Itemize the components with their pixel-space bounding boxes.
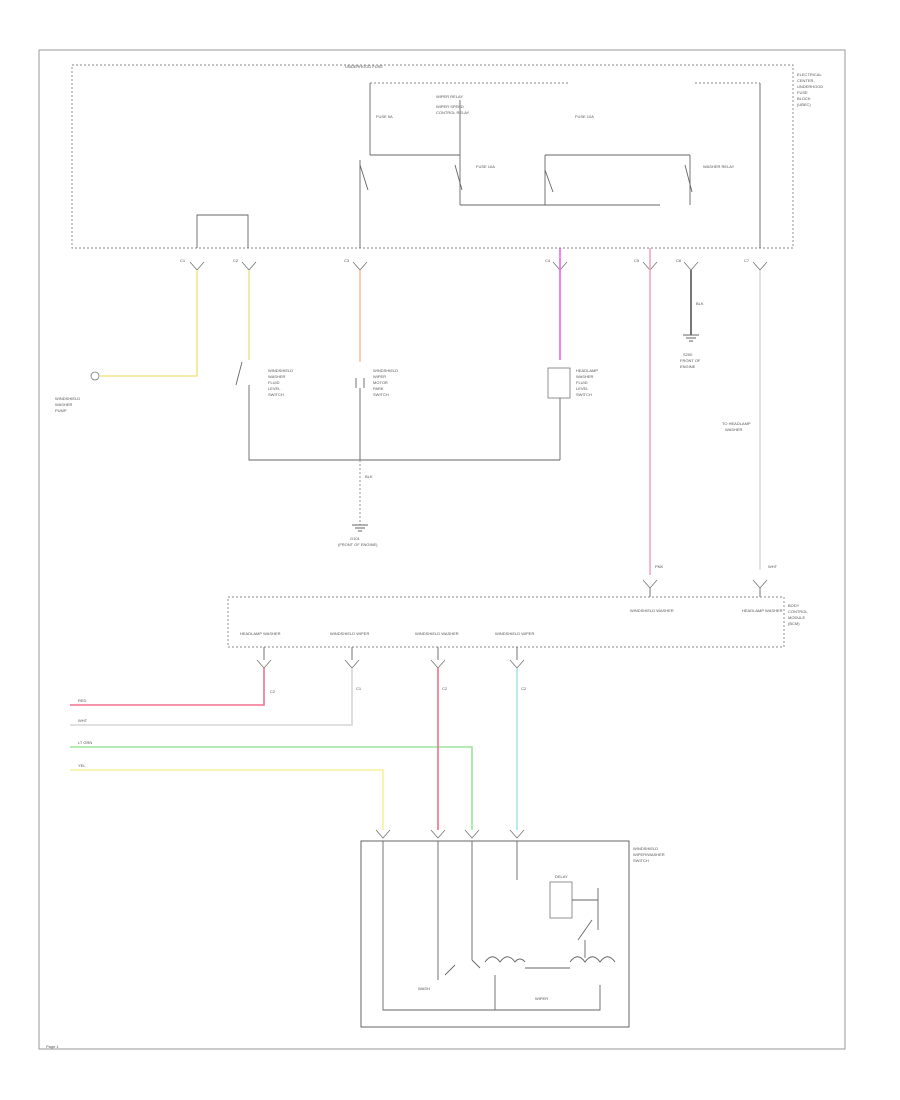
control-label-1: WIPER SPEED: [436, 104, 464, 109]
splice-s200: BLK S200 FRONT OF ENGINE TO HEADLAMP WAS…: [655, 301, 778, 569]
fuse-label-1: FUSE 5A: [376, 114, 393, 119]
bcm-pin-label-5: WINDSHIELD WASHER: [630, 608, 674, 613]
control-label-2: CONTROL RELAY: [436, 110, 470, 115]
note-label-2: WASHER: [725, 427, 743, 432]
relay-label-1: WIPER RELAY: [436, 94, 463, 99]
switch-side-label-1: WINDSHIELD: [633, 846, 658, 851]
bcm-pin-label-6: HEADLAMP WASHER: [742, 608, 783, 613]
bcm-side-label-3: MODULE: [788, 615, 805, 620]
bcm-code-1: C2: [270, 689, 276, 694]
note-label-1: TO HEADLAMP: [722, 421, 751, 426]
ground-bus: G101 (FRONT OF ENGINE) BLK: [248, 400, 560, 547]
diagram-border: [38, 49, 846, 1050]
switch-b-label-3: MOTOR: [373, 380, 388, 385]
switch-c-label-3: FLUID: [576, 380, 588, 385]
wire-code-2: BLK: [696, 301, 704, 306]
bcm-side-label-1: BODY: [788, 603, 800, 608]
page-label: Page 1: [46, 1044, 59, 1049]
fuse-block-side-label-5: BLOCK: [797, 96, 811, 101]
fuse-block-connectors: C1 C2 C3 C4 C5 C6 C7: [180, 258, 768, 271]
harness-yellow-wire: [70, 769, 384, 830]
splice-label-1: S200: [683, 352, 693, 357]
relay-label-2: WASHER RELAY: [703, 164, 735, 169]
switch-side-label-2: WIPER/WASHER: [633, 852, 665, 857]
switch-b-label-2: WIPER: [373, 374, 386, 379]
connector-c6: C6: [676, 258, 682, 263]
switch-b-label-1: WINDSHIELD: [373, 368, 398, 373]
bcm-code-2: C1: [356, 686, 362, 691]
connector-c5: C5: [634, 258, 640, 263]
switch-internal-wiper: WIPER: [535, 996, 548, 1001]
switch-c-label-4: LEVEL: [576, 386, 589, 391]
harness-label-white: WHT: [78, 718, 88, 723]
wiper-washer-switch: WINDSHIELD WIPER/WASHER SWITCH WASH WIPE…: [360, 829, 665, 1028]
connector-c4: C4: [545, 258, 551, 263]
connector-c2: C2: [233, 258, 239, 263]
washer-pump-label-2: WASHER: [55, 402, 73, 407]
body-control-module: BODY CONTROL MODULE (BCM) HEADLAMP WASHE…: [227, 579, 808, 694]
bcm-code-3: C2: [442, 686, 448, 691]
switch-side-label-3: SWITCH: [633, 858, 649, 863]
switch-internal-wash: WASH: [418, 986, 430, 991]
connector-c7: C7: [744, 258, 750, 263]
harness-white-wire: [70, 668, 353, 726]
harness-label-red: RED: [78, 698, 87, 703]
washer-pump-label-3: PUMP: [55, 408, 67, 413]
bcm-pin-label-2: WINDSHIELD WIPER: [330, 631, 369, 636]
bcm-pin-label-3: WINDSHIELD WASHER: [415, 631, 459, 636]
washer-fluid-level-switch: WINDSHIELD WASHER FLUID LEVEL SWITCH: [235, 361, 293, 400]
bcm-pin-label-1: HEADLAMP WASHER: [240, 631, 281, 636]
switch-c-label-5: SWITCH: [576, 392, 592, 397]
switch-b-label-5: SWITCH: [373, 392, 389, 397]
bcm-side-label-4: (BCM): [788, 621, 800, 626]
switch-a-label-3: FLUID: [268, 380, 280, 385]
wire-code-1: BLK: [365, 474, 373, 479]
headlamp-washer-level-switch: HEADLAMP WASHER FLUID LEVEL SWITCH: [547, 367, 598, 460]
ground-label-1: G101: [350, 536, 361, 541]
fuse-block-side-label-2: CENTER,: [797, 78, 815, 83]
washer-pump-label-1: WINDSHIELD: [55, 396, 80, 401]
switch-a-label-5: SWITCH: [268, 392, 284, 397]
switch-a-label-2: WASHER: [268, 374, 286, 379]
switch-a-label-1: WINDSHIELD: [268, 368, 293, 373]
splice-label-2: FRONT OF: [680, 358, 701, 363]
harness-green-wire: [70, 746, 473, 830]
underhood-fuse-block: UNDERHOOD FUSE ELECTRICAL CENTER, UNDERH…: [71, 64, 823, 249]
fuse-block-side-label-6: (UBEC): [797, 102, 811, 107]
switch-c-label-2: WASHER: [576, 374, 594, 379]
fuse-label-2: FUSE 10A: [476, 164, 495, 169]
fuse-block-side-label-1: ELECTRICAL: [797, 72, 822, 77]
switch-c-label-1: HEADLAMP: [576, 368, 598, 373]
wire-code-4: WHT: [768, 564, 778, 569]
wire-code-3: PNK: [655, 564, 664, 569]
ground-label-2: (FRONT OF ENGINE): [338, 542, 378, 547]
fuse-label-3: FUSE 10A: [575, 114, 594, 119]
washer-pump: WINDSHIELD WASHER PUMP: [55, 371, 100, 413]
fuse-block-title: UNDERHOOD FUSE: [345, 64, 383, 69]
harness-label-green: LT GRN: [78, 740, 92, 745]
connector-c1: C1: [180, 258, 186, 263]
bcm-pin-label-4: WINDSHIELD WIPER: [495, 631, 534, 636]
bcm-side-label-2: CONTROL: [788, 609, 808, 614]
fuse-block-side-label-4: FUSE: [797, 90, 808, 95]
fuse-block-wires: [100, 248, 761, 575]
fuse-block-side-label-3: UNDERHOOD: [797, 84, 823, 89]
harness-label-yellow: YEL: [78, 763, 86, 768]
connector-c3: C3: [344, 258, 350, 263]
switch-internal-delay: DELAY: [555, 874, 568, 879]
switch-b-label-4: PARK: [373, 386, 384, 391]
bcm-code-4: C2: [521, 686, 527, 691]
wiper-motor-park-switch: WINDSHIELD WIPER MOTOR PARK SWITCH: [355, 368, 398, 410]
yellow-wire-pump: [100, 270, 198, 377]
harness-wires: RED WHT LT GRN YEL: [70, 668, 518, 830]
switch-a-label-4: LEVEL: [268, 386, 281, 391]
harness-red-wire: [70, 668, 265, 706]
splice-label-3: ENGINE: [680, 364, 696, 369]
